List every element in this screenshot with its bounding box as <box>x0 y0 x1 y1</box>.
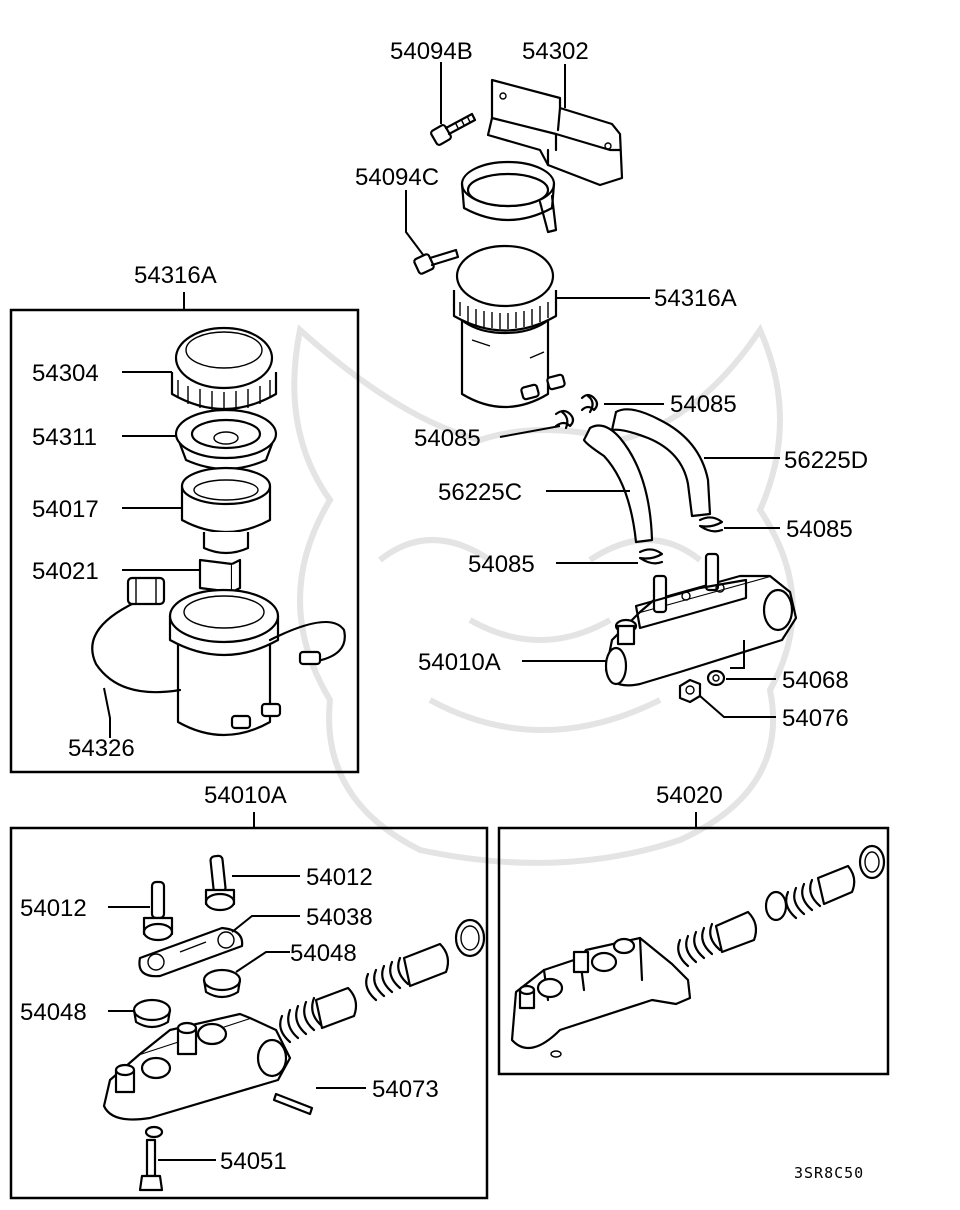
callout-label: 56225C <box>438 479 522 506</box>
piston-spring-assembly-part <box>279 918 486 1044</box>
hose-56225c-part <box>582 424 654 544</box>
callout-label: 54311 <box>32 424 97 451</box>
reservoir-box-title: 54316A <box>134 262 217 289</box>
bolt-54094b-part <box>430 112 477 146</box>
cylinder-body-part <box>102 1012 292 1121</box>
kit-box-title: 54020 <box>656 782 723 809</box>
callout-label: 54094C <box>355 164 439 191</box>
callout-label: 54012 <box>20 895 87 922</box>
seal-54048-part <box>202 968 242 999</box>
reservoir-box-frame <box>9 308 360 774</box>
callout-label: 54076 <box>782 705 849 732</box>
pin-54073-part <box>272 1092 314 1116</box>
bolt-54051-part <box>138 1125 164 1192</box>
callout-label: 54038 <box>306 904 373 931</box>
seal-54048-part <box>132 998 172 1029</box>
callout-label: 54048 <box>290 940 357 967</box>
kit-cylinder-body-part <box>510 936 692 1058</box>
callout-label: 54085 <box>468 551 535 578</box>
hose-56225d-part <box>610 408 712 518</box>
reservoir-body-part <box>168 588 282 736</box>
callout-label: 56225D <box>784 447 868 474</box>
callout-label: 54010A <box>418 649 501 676</box>
master-cylinder-54010a-part <box>604 552 798 687</box>
drawing-code: 3SR8C50 <box>794 1164 864 1182</box>
callout-label: 54017 <box>32 496 99 523</box>
pipe-54012-part <box>142 880 174 942</box>
callout-label: 54304 <box>32 360 99 387</box>
switch-54021-part <box>198 558 242 594</box>
spring-54085-part <box>554 393 724 565</box>
clamp-band-part <box>460 160 558 234</box>
callout-label: 54085 <box>414 425 481 452</box>
filter-54311-part <box>174 408 278 471</box>
bracket-54302-part <box>486 78 624 187</box>
callout-label: 54085 <box>670 391 737 418</box>
float-54017-part <box>180 466 272 555</box>
callout-label: 54085 <box>786 516 853 543</box>
callout-label: 54073 <box>372 1076 439 1103</box>
callout-label: 54094B <box>390 38 473 65</box>
cap-54304-part <box>170 326 278 411</box>
nut-54076-part <box>678 678 702 704</box>
callout-label: 54068 <box>782 667 849 694</box>
washer-54068-part <box>706 669 726 687</box>
reservoir-54316a-part <box>452 244 566 409</box>
master-cylinder-box-title: 54010A <box>204 782 287 809</box>
callout-label: 54048 <box>20 999 87 1026</box>
callout-label: 54051 <box>220 1148 287 1175</box>
bolt-54094c-part <box>413 248 460 275</box>
master-cylinder-box-frame <box>9 826 489 1200</box>
kit-box-frame <box>497 826 890 1076</box>
wire-harness-54326-part <box>91 576 346 694</box>
gasket-plate-54038-part <box>138 926 244 978</box>
callout-label: 54326 <box>68 735 135 762</box>
callout-label: 54021 <box>32 558 99 585</box>
kit-spring-piston-part <box>677 844 886 968</box>
callout-label: 54316A <box>654 285 737 312</box>
pipe-54012-part <box>204 854 236 912</box>
callout-label: 54302 <box>522 38 589 65</box>
callout-label: 54012 <box>306 864 373 891</box>
